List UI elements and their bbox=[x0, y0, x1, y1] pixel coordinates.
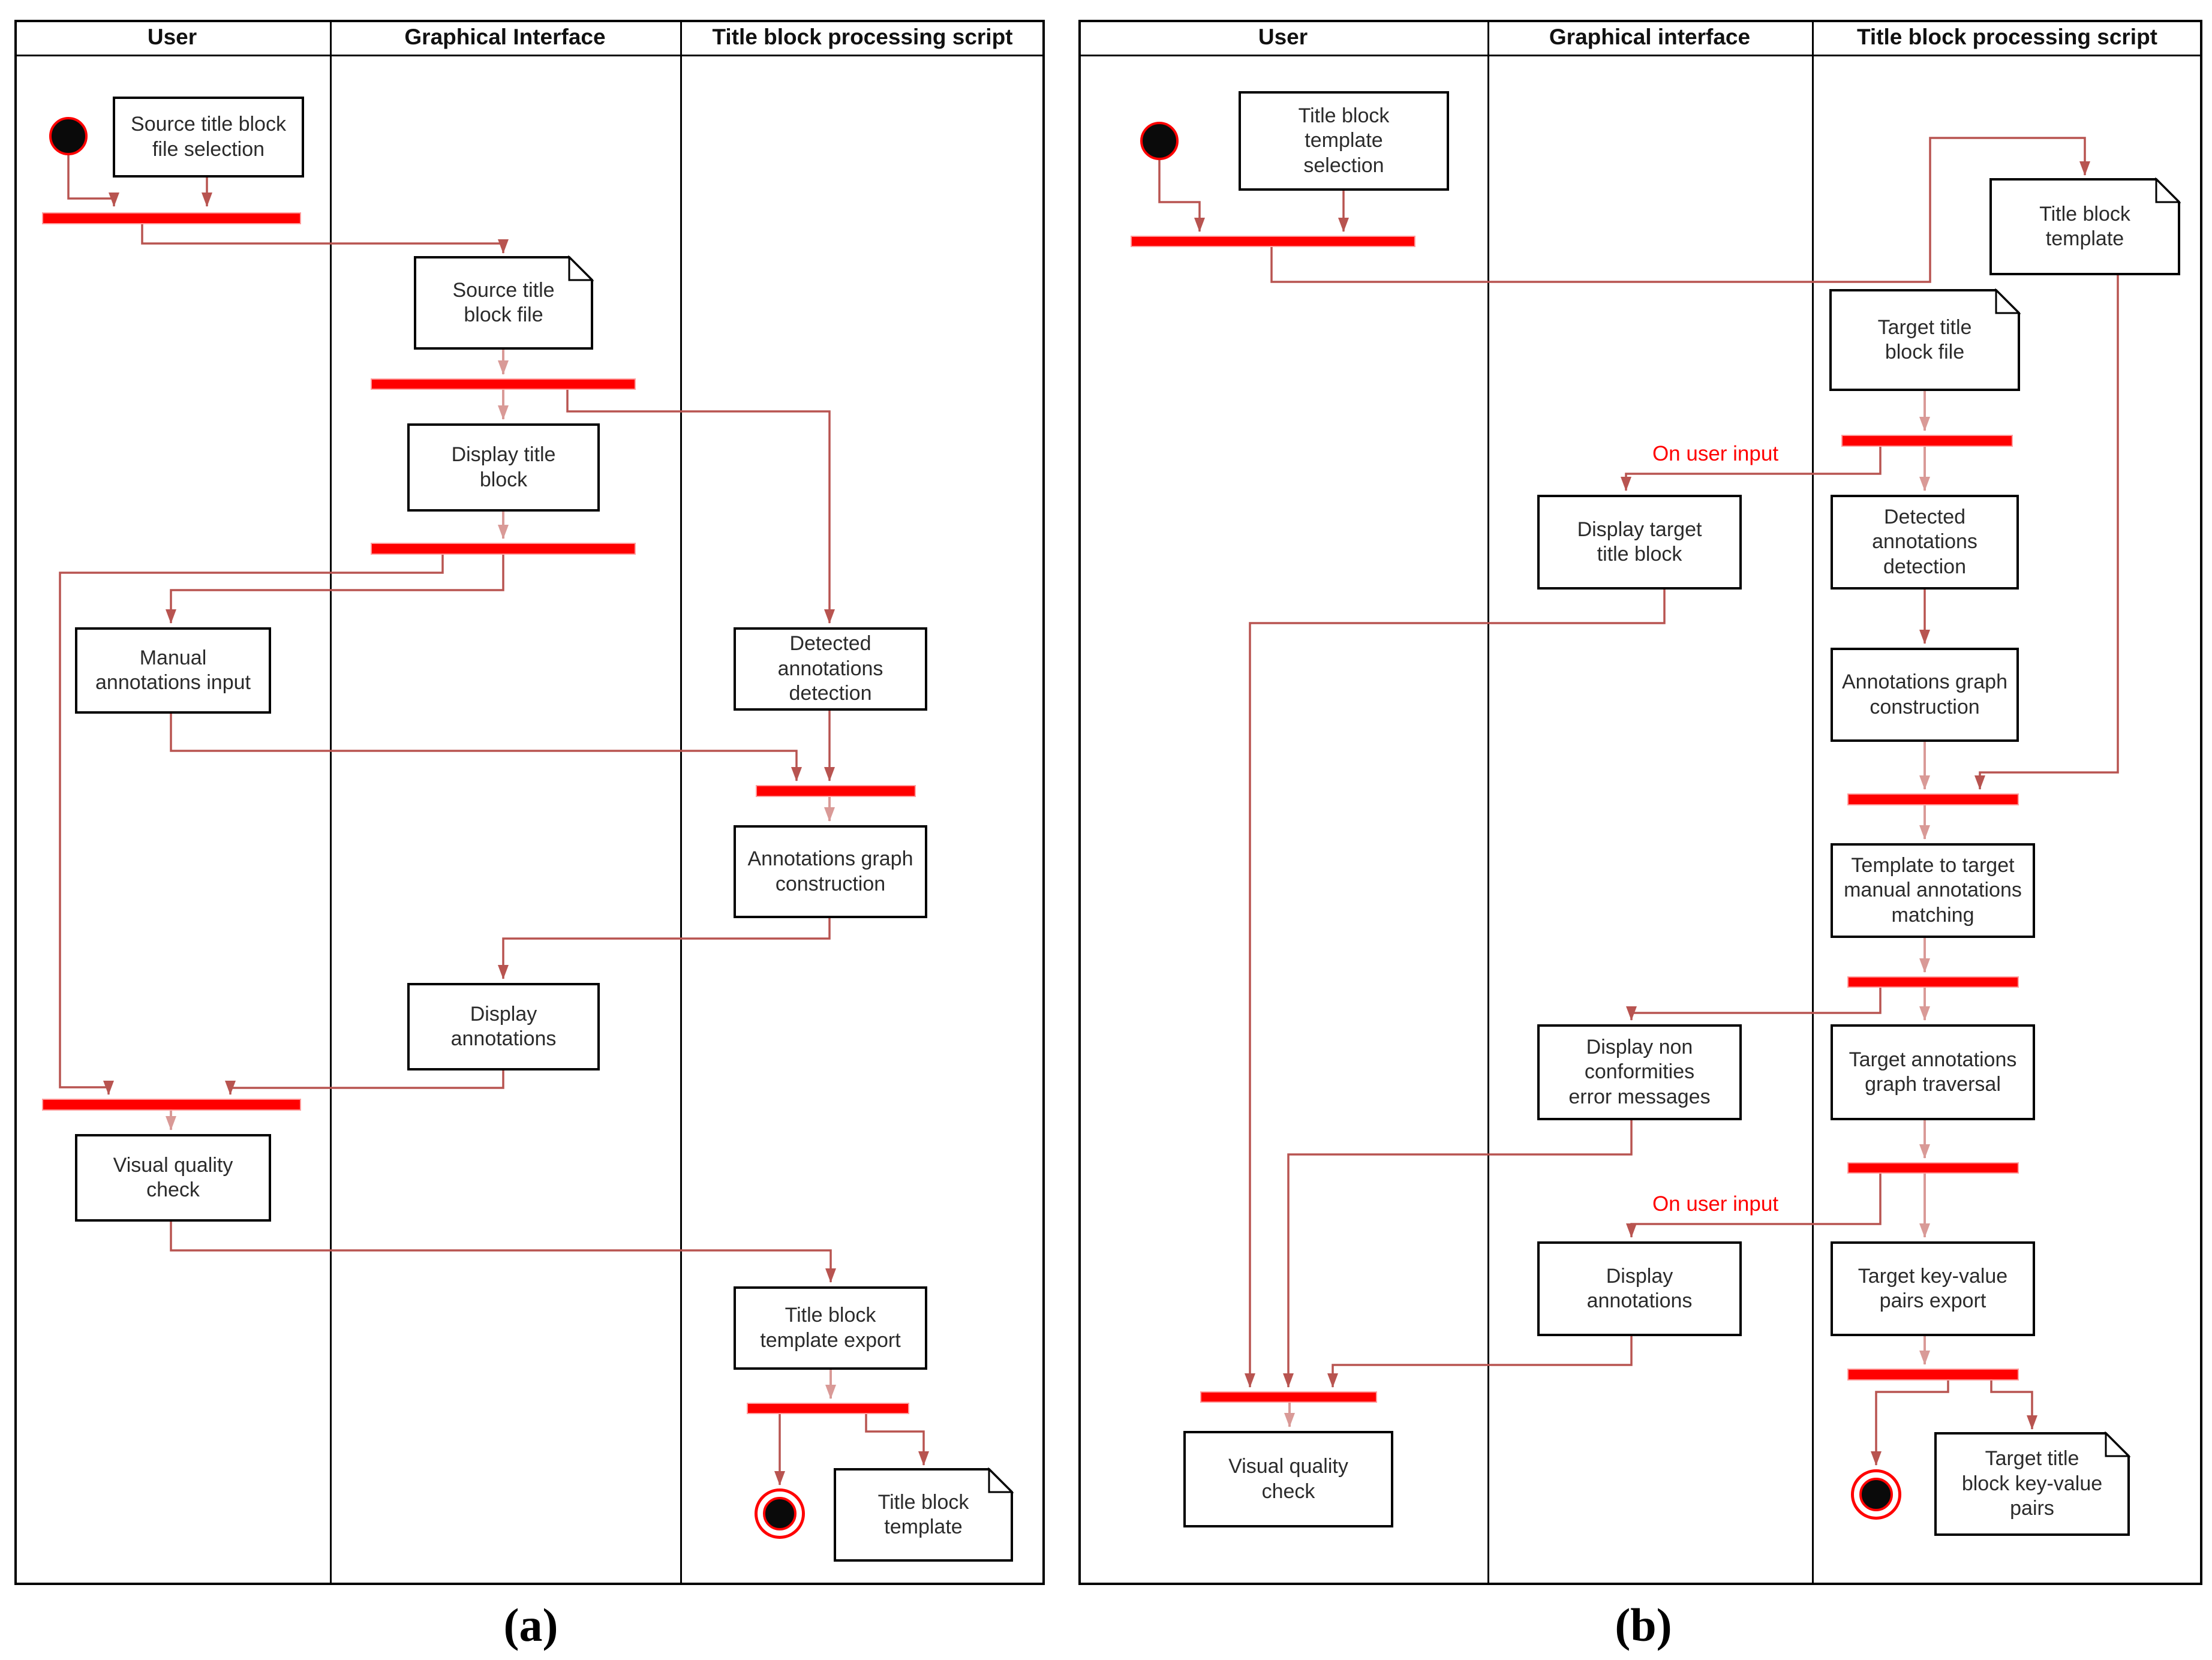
sync-bar-a4 bbox=[756, 785, 916, 797]
edge-a-bar3-to-join5-long bbox=[59, 555, 444, 1095]
doc-label-b-target-kv-pairs: Target title block key-value pairs bbox=[1961, 1447, 2103, 1520]
end-node-b bbox=[1851, 1469, 1901, 1520]
activity-b-target-key-value-pairs-export: Target key-value pairs export bbox=[1831, 1241, 2035, 1336]
caption-b: (b) bbox=[1615, 1599, 1672, 1651]
end-node-a-inner bbox=[763, 1497, 797, 1530]
panel-a-header-separator bbox=[14, 55, 1045, 56]
activity-a-annotations-graph-construction: Annotations graph construction bbox=[734, 825, 927, 918]
panel-a-border bbox=[14, 20, 1045, 1585]
activity-b-detected-annotations-detection: Detected annotations detection bbox=[1831, 495, 2019, 590]
end-node-b-inner bbox=[1859, 1478, 1893, 1511]
doc-label-b-title-block-template: Title block template bbox=[2039, 202, 2130, 250]
sync-bar-b3 bbox=[1847, 793, 2019, 805]
edge-b-bar6-to-kv-doc bbox=[1990, 1381, 2037, 1430]
sync-bar-b4 bbox=[1847, 976, 2019, 988]
activity-b-annotations-graph-construction: Annotations graph construction bbox=[1831, 648, 2019, 742]
edge-b-join1-to-template-doc bbox=[1270, 137, 2090, 283]
edge-a-start-to-join1 bbox=[67, 154, 119, 207]
edge-b-bar6-to-end bbox=[1871, 1381, 1949, 1466]
sync-bar-a3 bbox=[371, 543, 636, 555]
activity-b-template-selection: Title block template selection bbox=[1239, 91, 1449, 191]
sync-bar-b2 bbox=[1841, 435, 2013, 447]
activity-b-display-non-conformities: Display non conformities error messages bbox=[1537, 1024, 1742, 1120]
activity-a-display-title-block: Display title block bbox=[407, 423, 600, 512]
edge-a-bar2-to-detection bbox=[566, 390, 835, 624]
edge-b-display-annotations-to-join bbox=[1327, 1336, 1633, 1388]
document-shape-title-block-template-a bbox=[834, 1467, 1014, 1562]
start-node-b bbox=[1140, 122, 1179, 160]
activity-a-display-annotations: Display annotations bbox=[407, 983, 600, 1070]
panel-a-lane-header-script: Title block processing script bbox=[712, 25, 1013, 49]
document-shape-target-kv-pairs bbox=[1934, 1431, 2131, 1536]
panel-a-lane-header-gui: Graphical Interface bbox=[404, 25, 606, 49]
doc-label-a-source-file: Source title block file bbox=[452, 278, 555, 326]
document-shape-title-block-template-b bbox=[1989, 177, 2181, 275]
edge-b-bar4-to-nonconformities bbox=[1626, 988, 1882, 1021]
caption-a: (a) bbox=[503, 1599, 558, 1651]
activity-a-manual-annotations-input: Manual annotations input bbox=[75, 627, 271, 714]
activity-a-visual-quality-check: Visual quality check bbox=[75, 1134, 271, 1222]
activity-b-target-annotations-graph-traversal: Target annotations graph traversal bbox=[1831, 1024, 2035, 1120]
sync-bar-b7-user-join bbox=[1200, 1391, 1377, 1403]
panel-b-header-separator bbox=[1078, 55, 2202, 56]
activity-b-display-target-title-block: Display target title block bbox=[1537, 495, 1742, 590]
edge-a-visual-check-to-export bbox=[170, 1222, 836, 1283]
sync-bar-a1 bbox=[42, 212, 301, 224]
edge-a-manual-input-to-bar4 bbox=[170, 714, 802, 781]
sync-bar-a2 bbox=[371, 378, 636, 390]
edge-b-template-doc-to-bar3 bbox=[1974, 274, 2119, 790]
activity-a-detected-annotations-detection: Detected annotations detection bbox=[734, 627, 927, 711]
edge-a-graph-construction-to-display-annotations bbox=[498, 918, 831, 979]
panel-a-lane-header-user: User bbox=[147, 25, 197, 49]
activity-b-visual-quality-check: Visual quality check bbox=[1183, 1431, 1393, 1527]
edge-label-on-user-input-1: On user input bbox=[1652, 442, 1779, 465]
activity-b-display-annotations: Display annotations bbox=[1537, 1241, 1742, 1336]
activity-a-title-block-template-export: Title block template export bbox=[734, 1286, 927, 1370]
panel-b-lane-header-script: Title block processing script bbox=[1856, 25, 2158, 49]
panel-b-lane-header-gui: Graphical interface bbox=[1549, 25, 1751, 49]
edge-label-on-user-input-2: On user input bbox=[1652, 1192, 1779, 1216]
panel-b-lane-header-user: User bbox=[1258, 25, 1308, 49]
sync-bar-b5 bbox=[1847, 1162, 2019, 1174]
edge-a-bar6-to-template-doc bbox=[865, 1414, 929, 1466]
panel-b-border bbox=[1078, 20, 2202, 1585]
sync-bar-b1 bbox=[1131, 236, 1415, 247]
activity-b-template-to-target-matching: Template to target manual annotations ma… bbox=[1831, 843, 2035, 938]
edge-b-start-to-join1 bbox=[1158, 159, 1205, 232]
doc-label-b-target-title-block-file: Target title block file bbox=[1877, 315, 1972, 363]
doc-label-a-title-block-template: Title block template bbox=[877, 1490, 969, 1538]
sync-bar-a5 bbox=[42, 1099, 301, 1111]
panel-a-lane-divider-2 bbox=[680, 20, 682, 1585]
edge-a-join1-to-source-doc bbox=[141, 224, 509, 254]
sync-bar-b6 bbox=[1847, 1369, 2019, 1381]
activity-a-source-selection: Source title block file selection bbox=[113, 97, 304, 178]
edge-b-bar5-to-display-annotations bbox=[1626, 1174, 1882, 1238]
edge-b-nonconformities-to-join bbox=[1283, 1120, 1633, 1388]
panel-a-lane-divider-1 bbox=[330, 20, 332, 1585]
end-node-a bbox=[755, 1488, 805, 1539]
panel-b-lane-divider-1 bbox=[1487, 20, 1489, 1585]
document-shape-target-title-block-file bbox=[1829, 288, 2021, 391]
edge-a-display-annotations-to-bar5 bbox=[225, 1070, 504, 1095]
sync-bar-a6 bbox=[747, 1403, 909, 1414]
document-shape-source-title-block-file bbox=[414, 255, 594, 350]
start-node-a bbox=[49, 117, 88, 155]
edge-b-bar2-to-display-target bbox=[1621, 447, 1882, 491]
panel-b-lane-divider-2 bbox=[1812, 20, 1814, 1585]
edge-a-bar3-to-manual-input bbox=[166, 555, 504, 624]
edge-b-display-target-to-join bbox=[1245, 590, 1666, 1388]
